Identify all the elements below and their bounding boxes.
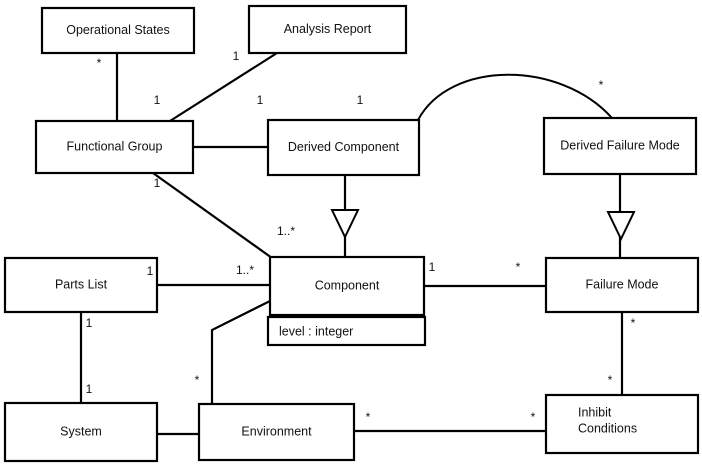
class-box-derived-failure-mode[interactable]: Derived Failure Mode (542, 116, 698, 176)
class-box-system[interactable]: System (3, 401, 159, 463)
class-box-component[interactable]: Component level : integer (266, 255, 427, 347)
multiplicity-layer: * 1 1 1 1 1..* 1 * 1 1..* 1 * 1 1 * * * * * (86, 49, 636, 424)
multiplicity-label: 1 (147, 264, 154, 278)
class-name: System (60, 424, 102, 438)
class-box-functional-group[interactable]: Functional Group (34, 119, 195, 175)
class-name: Operational States (66, 23, 170, 37)
class-box-failure-mode[interactable]: Failure Mode (544, 256, 700, 314)
multiplicity-label: 1..* (236, 263, 254, 277)
multiplicity-label: * (531, 410, 536, 424)
association-environment-component (210, 299, 273, 404)
multiplicity-label: 1 (357, 93, 364, 107)
class-box-parts-list[interactable]: Parts List (3, 256, 159, 314)
class-box-frame (197, 402, 356, 462)
class-box-frame (3, 256, 159, 314)
class-name: Derived Failure Mode (560, 138, 680, 152)
multiplicity-label: 1 (86, 382, 93, 396)
multiplicity-label: * (195, 373, 200, 387)
class-layer: Operational States Analysis ReportFunctio… (3, 4, 700, 463)
class-name: Functional Group (67, 139, 163, 153)
multiplicity-label: * (97, 56, 102, 70)
multiplicity-label: * (608, 373, 613, 387)
association-layer (79, 52, 624, 436)
class-box-derived-component[interactable]: Derived Component (266, 118, 421, 177)
class-box-frame (247, 4, 408, 55)
class-name-line: Conditions (578, 421, 637, 435)
multiplicity-label: * (516, 260, 521, 274)
multiplicity-label: 1 (86, 316, 93, 330)
class-name: Failure Mode (586, 277, 659, 291)
multiplicity-label: 1 (154, 93, 161, 107)
generalization-layer (330, 174, 636, 258)
generalization-arrow-icon (606, 211, 636, 242)
multiplicity-label: * (366, 410, 371, 424)
generalization-arrow-icon (330, 209, 360, 240)
multiplicity-label: * (631, 316, 636, 330)
class-box-frame (266, 118, 421, 177)
multiplicity-label: 1 (257, 93, 264, 107)
class-name: Environment (241, 424, 312, 438)
class-name: Analysis Report (284, 22, 372, 36)
class-name: Derived Component (288, 140, 400, 154)
class-box-frame (544, 256, 700, 314)
class-box-frame (542, 116, 698, 176)
class-name-line: Inhibit (578, 405, 612, 419)
class-name: Parts List (55, 277, 108, 291)
multiplicity-label: * (599, 78, 604, 92)
association-derived-component-derived-failure-mode (417, 73, 613, 121)
class-name: Component (315, 278, 380, 292)
association-analysis-report-functional-group (169, 52, 278, 122)
class-box-operational-states[interactable]: Operational States (40, 6, 196, 55)
class-box-frame (268, 255, 426, 317)
class-box-frame (3, 401, 159, 463)
class-attribute: level : integer (279, 324, 353, 338)
class-box-frame (34, 119, 195, 175)
attribute-compartment (266, 315, 427, 347)
multiplicity-label: 1 (154, 176, 161, 190)
class-box-environment[interactable]: Environment (197, 402, 356, 462)
multiplicity-label: 1 (429, 260, 436, 274)
class-box-frame (40, 6, 196, 55)
multiplicity-label: 1..* (277, 224, 295, 238)
class-box-analysis-report[interactable]: Analysis Report (247, 4, 408, 55)
association-functional-group-component (152, 172, 273, 259)
multiplicity-label: 1 (233, 49, 240, 63)
class-box-frame (544, 393, 700, 455)
